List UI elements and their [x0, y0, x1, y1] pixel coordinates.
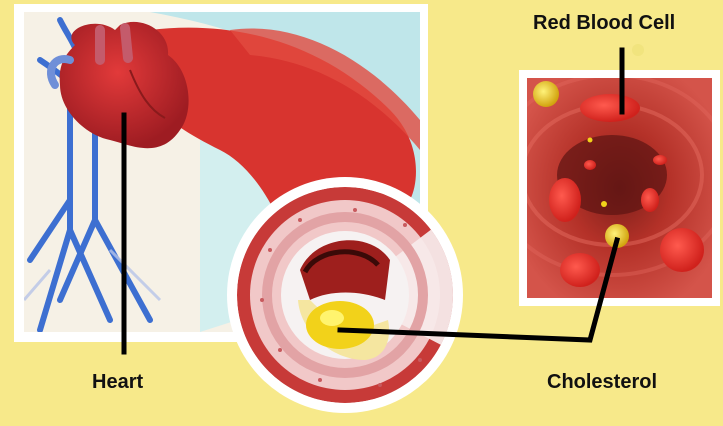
cholesterol-particle-icon — [533, 81, 559, 107]
artery-cross-section-icon — [227, 177, 470, 413]
cholesterol-label: Cholesterol — [547, 372, 657, 392]
plaque-deposit — [306, 301, 374, 349]
red-blood-cell-label: Red Blood Cell — [533, 13, 675, 33]
heart-label: Heart — [92, 372, 143, 392]
